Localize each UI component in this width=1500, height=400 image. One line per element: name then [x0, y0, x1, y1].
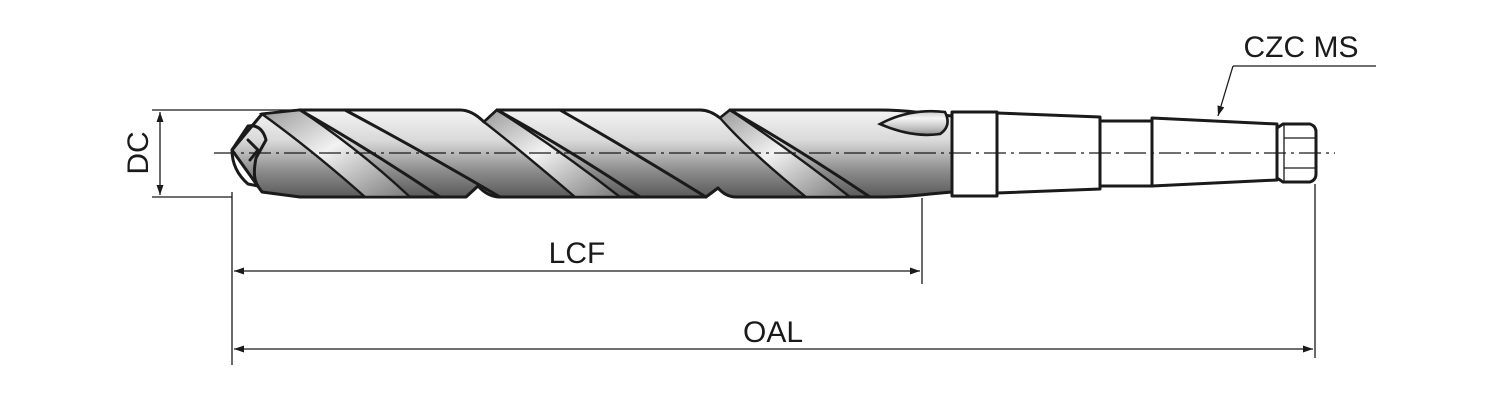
morse-taper-shank: [950, 110, 1318, 198]
oal-dimension: OAL: [234, 184, 1316, 358]
dc-dimension: DC: [122, 109, 300, 198]
dc-label: DC: [122, 131, 155, 174]
shank-type-label: CZC MS: [1244, 31, 1359, 64]
lcf-dimension: LCF: [231, 192, 923, 365]
lcf-label: LCF: [549, 237, 606, 270]
shank-callout: CZC MS: [1217, 31, 1376, 117]
oal-label: OAL: [743, 316, 803, 349]
